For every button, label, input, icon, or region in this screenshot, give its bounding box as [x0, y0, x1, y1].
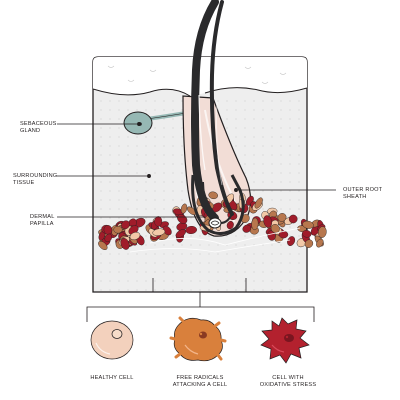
dermal-cell [277, 213, 287, 222]
dermal-cell [317, 226, 327, 238]
dermal-cell [304, 239, 314, 248]
hair-bulb [191, 174, 245, 235]
oxidative-stress-cell [260, 317, 310, 364]
hair-shaft [191, 0, 245, 235]
dermal-cell [113, 225, 123, 234]
dermal-cell [302, 230, 312, 238]
tissue-strand [149, 227, 301, 246]
dermal-cell [263, 215, 273, 228]
epidermis-layer [93, 57, 307, 96]
healthy-cell [90, 320, 134, 360]
tissue-strand [129, 239, 291, 253]
outer-root-sheath-label: OUTER ROOT SHEATH [343, 187, 383, 200]
dermal-cell [152, 228, 166, 236]
dermal-cell [98, 240, 108, 251]
dermal-cell [121, 220, 130, 230]
dermal-cell [270, 224, 280, 233]
free-radicals-label: FREE RADICALS ATTACKING A CELL [172, 375, 228, 388]
dermal-cell [129, 231, 141, 241]
dermal-cell [302, 220, 314, 229]
dermal-cell [104, 233, 113, 243]
dermal-papilla-label: DERMAL PAPILLA [30, 214, 55, 227]
dermal-cell [120, 238, 130, 250]
dermal-cell [175, 229, 186, 238]
attacked-cell [169, 316, 227, 362]
sebaceous-gland-label: SEBACEOUS GLAND [20, 121, 57, 134]
dermal-cell [288, 214, 298, 224]
dermal-cell [154, 216, 163, 227]
oxidative-stress-label: CELL WITH OXIDATIVE STRESS [259, 375, 317, 388]
healthy-cell-label: HEALTHY CELL [90, 375, 134, 381]
dermal-cell [267, 230, 276, 241]
dermal-cell [251, 217, 259, 231]
dermal-cell [242, 224, 252, 233]
leader-lines [57, 122, 336, 218]
dermal-cell [287, 236, 296, 246]
dermal-cell [254, 197, 263, 209]
dermal-cell [180, 203, 188, 214]
dermal-cell [208, 191, 218, 200]
dermal-cell [226, 220, 234, 230]
bracket [86, 278, 315, 322]
dermal-cell [316, 238, 324, 248]
surrounding-tissue-label: SURROUNDING TISSUE [13, 173, 58, 186]
dermal-papilla [208, 217, 222, 229]
